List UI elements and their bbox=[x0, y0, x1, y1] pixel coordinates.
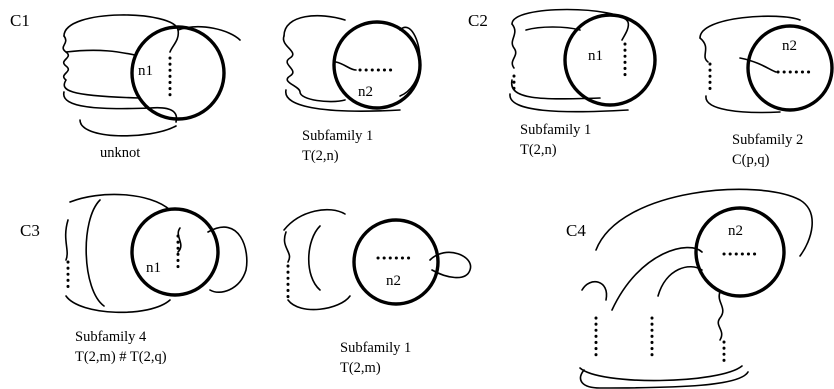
panel-label-c4: C4 bbox=[566, 221, 586, 240]
panel-label-c2: C2 bbox=[468, 11, 488, 30]
knot-strands-c2 bbox=[510, 10, 628, 112]
tangle-label-c4: n2 bbox=[728, 223, 743, 239]
panel-c1-subfamily1: n2 Subfamily 1 T(2,n) bbox=[283, 16, 420, 164]
caption-c2-subfamily2-line2: C(p,q) bbox=[732, 152, 770, 168]
tangle-circle-c4 bbox=[696, 208, 784, 296]
panel-label-c3: C3 bbox=[20, 221, 40, 240]
caption-c3-subfamily1-line2: T(2,m) bbox=[340, 360, 381, 376]
caption-c3-line2: T(2,m) # T(2,q) bbox=[75, 349, 167, 365]
caption-c3-subfamily1-line1: Subfamily 1 bbox=[340, 340, 411, 356]
caption-c1-subfamily1-line2: T(2,n) bbox=[302, 148, 339, 164]
panel-c3: C3 n1 Subfamily 4 T(2,m) # T(2,q) bbox=[20, 194, 247, 365]
tangle-label-c3-subfamily1: n2 bbox=[386, 273, 401, 289]
panel-c4: C4 n2 bbox=[566, 189, 812, 388]
caption-c2-line1: Subfamily 1 bbox=[520, 122, 591, 138]
tangle-label-c1: n1 bbox=[138, 63, 153, 79]
caption-c2-line2: T(2,n) bbox=[520, 142, 557, 158]
panel-label-c1: C1 bbox=[10, 11, 30, 30]
tangle-circle-c3 bbox=[132, 209, 218, 295]
caption-c3-line1: Subfamily 4 bbox=[75, 329, 147, 345]
caption-c2-subfamily2-line1: Subfamily 2 bbox=[732, 132, 803, 148]
panel-c2-subfamily2: n2 Subfamily 2 C(p,q) bbox=[700, 16, 832, 168]
knot-strands-c2-subfamily2 bbox=[700, 16, 800, 112]
knot-strands-c4 bbox=[580, 189, 812, 388]
tangle-label-c2-subfamily2: n2 bbox=[782, 38, 797, 54]
caption-c1-line1: unknot bbox=[100, 145, 140, 161]
panel-c3-subfamily1: n2 Subfamily 1 T(2,m) bbox=[284, 210, 471, 376]
tangle-label-c1-subfamily1: n2 bbox=[358, 84, 373, 100]
tangle-label-c2: n1 bbox=[588, 48, 603, 64]
tangle-label-c3: n1 bbox=[146, 260, 161, 276]
panel-c1: C1 n1 unknot bbox=[10, 11, 240, 161]
tangle-circle-c2 bbox=[565, 15, 655, 105]
tangle-circle-c3-subfamily1 bbox=[354, 220, 438, 304]
caption-c1-subfamily1-line1: Subfamily 1 bbox=[302, 128, 373, 144]
tangle-circle-c1-subfamily1 bbox=[334, 22, 420, 108]
panel-c2: C2 n1 Subfamily 1 T(2,n) bbox=[468, 10, 655, 159]
